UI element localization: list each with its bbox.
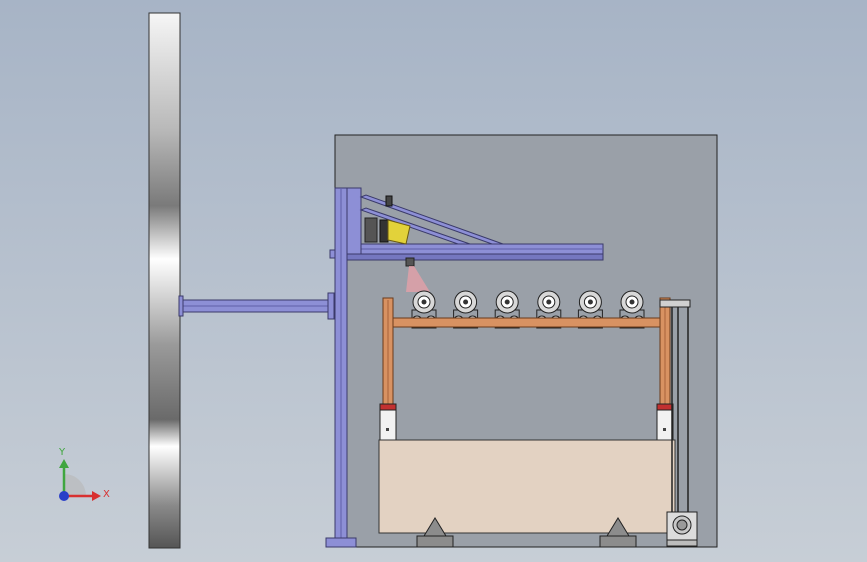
support-column[interactable]	[148, 12, 181, 549]
axes-triad[interactable]: Y X	[58, 447, 110, 501]
laser-beam	[406, 266, 430, 292]
x-axis-arrowhead	[92, 491, 101, 501]
right-support-block[interactable]	[599, 517, 637, 548]
gear-motor[interactable]	[666, 511, 698, 547]
drive-rods[interactable]	[659, 299, 691, 514]
vertical-post[interactable]	[325, 187, 357, 548]
triad-plane	[64, 474, 86, 496]
y-axis-arrowhead	[59, 459, 69, 468]
left-support-block[interactable]	[416, 517, 454, 548]
gantry-beam[interactable]	[346, 187, 604, 261]
laser-sensor[interactable]	[364, 195, 430, 292]
x-axis-label: X	[103, 489, 110, 500]
connecting-arm[interactable]	[178, 292, 335, 320]
z-axis-origin	[59, 491, 69, 501]
y-axis-label: Y	[58, 447, 66, 458]
left-leg-bracket[interactable]	[379, 403, 397, 441]
right-leg-bracket[interactable]	[656, 403, 674, 441]
tank[interactable]	[378, 439, 676, 534]
